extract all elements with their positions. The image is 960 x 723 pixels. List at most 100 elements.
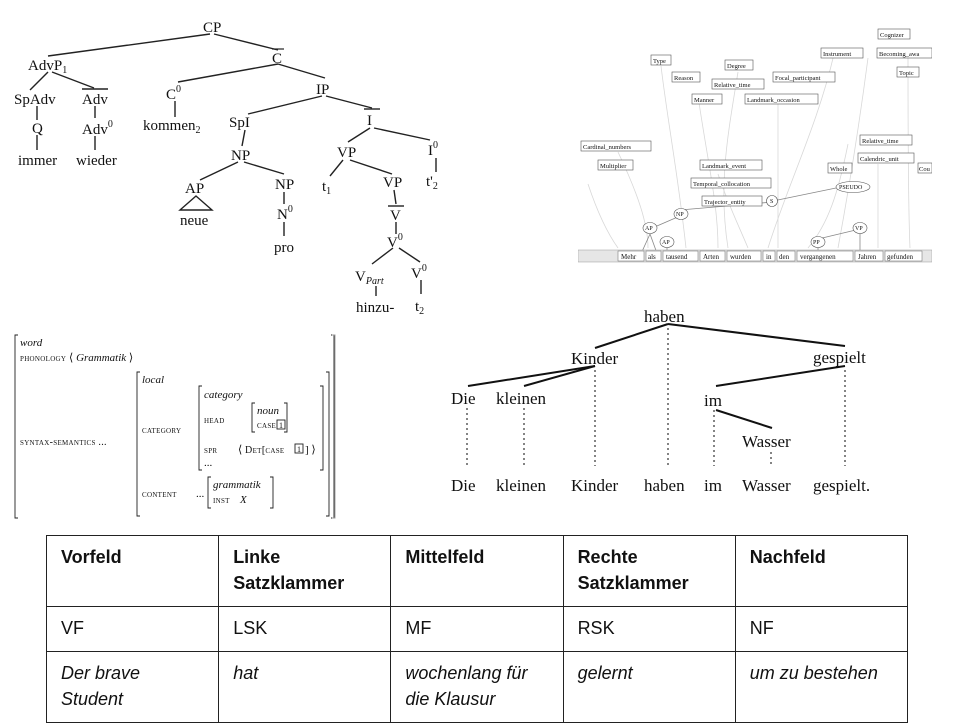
token: Arten	[699, 250, 726, 262]
hinzu-word: hinzu-	[356, 300, 394, 316]
avm-content-type: grammatik	[213, 479, 262, 491]
svg-text:Relative_time: Relative_time	[862, 138, 899, 145]
syntax-node: NP	[673, 208, 689, 220]
pro-word: pro	[274, 240, 294, 256]
avm-case-tag: 1	[279, 421, 283, 430]
svg-text:Trajector_entity: Trajector_entity	[704, 199, 746, 206]
dep-node-wasser: Wasser	[742, 432, 791, 451]
frame-label: Cou	[917, 162, 932, 174]
table-cell: RSK	[562, 606, 736, 652]
trace-t3: t2	[415, 299, 424, 317]
spi-node: SpI	[229, 115, 250, 131]
svg-text:Multiplier: Multiplier	[600, 163, 627, 170]
kommen-word: kommen2	[143, 118, 201, 136]
vpart-node: VPart	[355, 269, 384, 287]
dep-token: haben	[644, 476, 685, 495]
svg-text:Relative_time: Relative_time	[714, 82, 751, 89]
frame-label: Landmark_occasion	[744, 93, 819, 105]
frame-label: Instrument	[820, 47, 864, 59]
avm-feature-structure: word phonology ⟨ Grammatik ⟩ syntax-sema…	[14, 334, 336, 519]
token: Jahren	[854, 250, 884, 262]
svg-text:AP: AP	[645, 226, 653, 232]
header-cell: Rechte Satzklammer	[562, 535, 736, 607]
frame-label: Relative_time	[859, 134, 913, 146]
svg-text:tausend: tausend	[666, 253, 688, 261]
header-cell: Linke Satzklammer	[218, 535, 392, 607]
table-cell: VF	[45, 606, 220, 652]
dep-node-kinder: Kinder	[571, 349, 619, 368]
svg-text:Cardinal_numbers: Cardinal_numbers	[583, 144, 631, 151]
dep-node-kleinen: kleinen	[496, 389, 547, 408]
frame-label: Temporal_collocation	[690, 177, 772, 189]
frame-label: Reason	[671, 71, 701, 83]
c0-node: C0	[166, 84, 181, 103]
table-cell: wochenlang für die Klausur	[390, 651, 564, 723]
syntax-node: PP	[810, 236, 826, 248]
frame-label: Focal_participant	[772, 71, 836, 83]
svg-text:Degree: Degree	[727, 63, 746, 70]
svg-text:VP: VP	[855, 226, 863, 232]
svg-text:S: S	[770, 199, 773, 205]
syntax-node: VP	[852, 222, 868, 234]
immer-word: immer	[18, 153, 57, 169]
avm-spr-label: spr	[204, 445, 217, 456]
svg-text:Cou: Cou	[919, 166, 931, 173]
frame-label: Calendric_unit	[857, 152, 915, 164]
table-row: Der brave Student hat wochenlang für die…	[45, 651, 909, 723]
topological-fields-table: Vorfeld Linke Satzklammer Mittelfeld Rec…	[45, 535, 909, 723]
dep-node-im: im	[704, 391, 722, 410]
svg-text:Temporal_collocation: Temporal_collocation	[693, 181, 751, 188]
dep-token: gespielt.	[813, 476, 870, 495]
svg-text:Landmark_event: Landmark_event	[702, 163, 746, 170]
adv-bar-node: Adv	[82, 92, 108, 108]
advp-node: AdvP1	[28, 58, 67, 76]
avm-spr-close: ] ⟩	[305, 444, 316, 456]
svg-text:Landmark_occasion: Landmark_occasion	[747, 97, 800, 104]
token: den	[776, 250, 796, 262]
svg-text:PSEUDO: PSEUDO	[839, 185, 863, 191]
v0b-node: V0	[411, 263, 427, 282]
svg-text:Mehr: Mehr	[621, 253, 637, 261]
svg-text:Type: Type	[653, 58, 666, 65]
svg-text:Reason: Reason	[674, 75, 694, 82]
adv0-node: Adv0	[82, 119, 113, 138]
dep-token: Wasser	[742, 476, 791, 495]
avm-phonology: phonology ⟨ Grammatik ⟩	[20, 352, 133, 364]
svg-text:Instrument: Instrument	[823, 51, 851, 58]
svg-text:Calendric_unit: Calendric_unit	[860, 156, 899, 163]
table-cell: LSK	[218, 606, 392, 652]
table-row: VF LSK MF RSK NF	[45, 606, 909, 652]
dep-token: im	[704, 476, 722, 495]
svg-text:wurden: wurden	[730, 253, 751, 261]
table-cell: hat	[218, 651, 392, 723]
svg-text:NP: NP	[676, 212, 684, 218]
neue-word: neue	[180, 213, 209, 229]
avm-case-label: case	[257, 420, 276, 431]
avm-inst-label: inst	[213, 495, 230, 506]
frame-label: Topic	[896, 66, 920, 78]
ap-node: AP	[185, 181, 204, 197]
table-cell: NF	[734, 606, 909, 652]
dep-node-gespielt: gespielt	[813, 348, 866, 367]
np2-node: NP	[275, 177, 294, 193]
dep-token: Die	[451, 476, 476, 495]
header-cell: Vorfeld	[45, 535, 220, 607]
dep-token: kleinen	[496, 476, 547, 495]
i0-node: I0	[428, 140, 438, 159]
token: in	[762, 250, 776, 262]
n0-node: N0	[277, 204, 293, 223]
svg-text:Manner: Manner	[694, 97, 715, 104]
q-node: Q	[32, 121, 43, 137]
avm-content-label: content	[142, 489, 177, 500]
frame-semantics-graph: Type Degree Instrument Cognizer Becoming…	[578, 24, 932, 264]
table-cell: Der brave Student	[45, 651, 220, 723]
spadv-node: SpAdv	[14, 92, 56, 108]
cp-node: CP	[203, 20, 221, 36]
svg-text:den: den	[779, 253, 790, 261]
token: als	[645, 250, 662, 262]
table-cell: MF	[390, 606, 564, 652]
avm-category-type: category	[204, 389, 243, 401]
svg-text:gefunden: gefunden	[887, 253, 914, 261]
frame-label: Type	[650, 54, 672, 66]
wieder-word: wieder	[76, 153, 117, 169]
